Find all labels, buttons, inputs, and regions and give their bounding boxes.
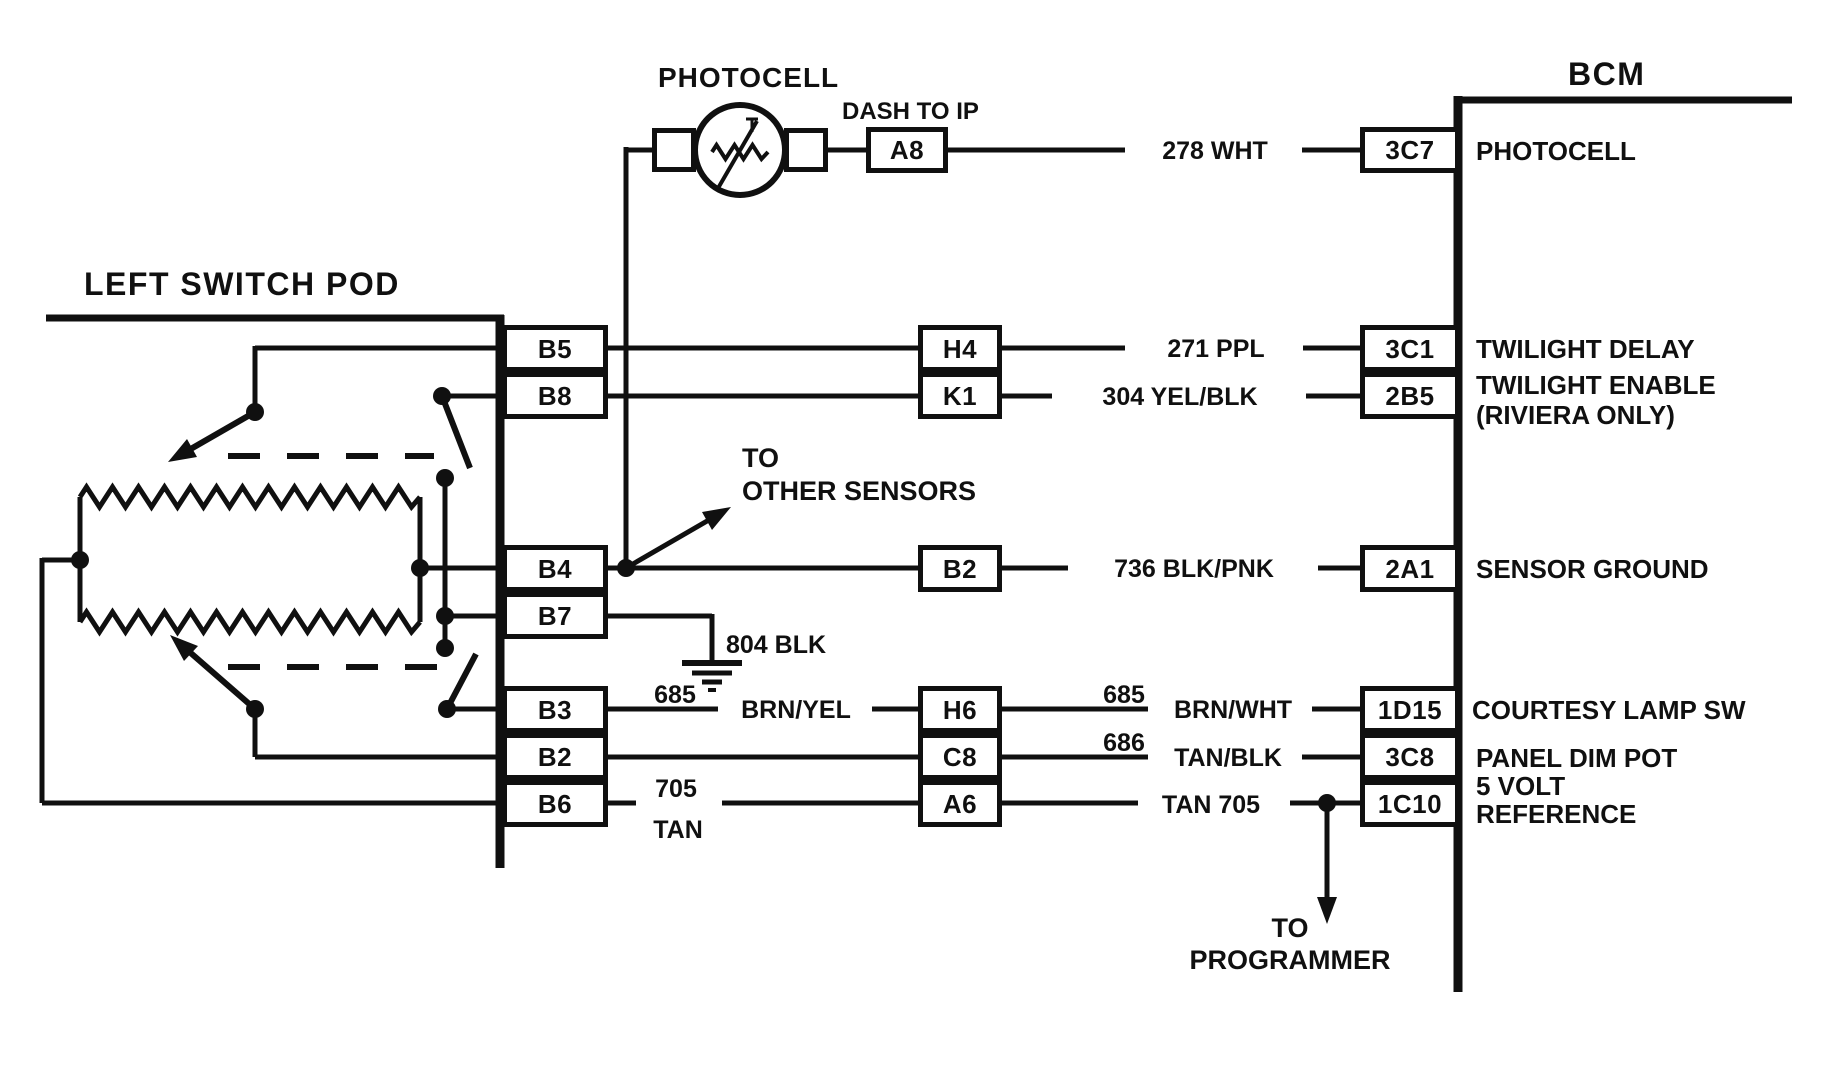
switch-arms bbox=[180, 394, 716, 712]
bcm-pin-label-twilight-delay: TWILIGHT DELAY bbox=[1476, 334, 1695, 364]
note-programmer-line2: PROGRAMMER bbox=[1189, 945, 1391, 975]
bcm-pin-label-photocell: PHOTOCELL bbox=[1476, 136, 1636, 166]
photocell-pigtail-right bbox=[784, 128, 828, 172]
ground-symbol bbox=[682, 660, 742, 692]
wire-label-685-right: 685 bbox=[1103, 681, 1145, 709]
arrowheads bbox=[168, 439, 1337, 924]
note-other-sensors-line1: TO bbox=[742, 443, 780, 473]
terminal-a6: A6 bbox=[918, 780, 1002, 827]
wire-label-tan: TAN bbox=[653, 816, 703, 844]
bcm-terminal-3c1: 3C1 bbox=[1360, 325, 1460, 372]
bcm-pin-label-riviera-only: (RIVIERA ONLY) bbox=[1476, 400, 1675, 430]
wire-label-tan-705: TAN 705 bbox=[1161, 791, 1261, 819]
wire-label-tan-blk: TAN/BLK bbox=[1174, 744, 1282, 772]
bcm-terminal-1d15: 1D15 bbox=[1360, 686, 1460, 733]
wires bbox=[39, 147, 1362, 900]
wire-label-705: 705 bbox=[655, 775, 697, 803]
wire-label-brn-yel: BRN/YEL bbox=[741, 696, 851, 724]
wire-label-804-blk: 804 BLK bbox=[726, 631, 827, 659]
wiper-arrowhead-bottom bbox=[170, 635, 198, 661]
bcm-pin-label-5-volt: 5 VOLT bbox=[1476, 771, 1566, 801]
wiper-arm-top bbox=[180, 409, 257, 457]
bcm-terminal-3c7: 3C7 bbox=[1360, 127, 1460, 173]
bcm-pin-label-sensor-ground: SENSOR GROUND bbox=[1476, 554, 1709, 584]
bcm-terminal-2a1: 2A1 bbox=[1360, 545, 1460, 592]
terminal-h4: H4 bbox=[918, 325, 1002, 372]
harness-label: DASH TO IP bbox=[842, 98, 979, 125]
wire-label-685-left: 685 bbox=[654, 681, 696, 709]
wire-label-686: 686 bbox=[1103, 729, 1145, 757]
pod-terminal-b4: B4 bbox=[502, 545, 608, 592]
terminal-h6: H6 bbox=[918, 686, 1002, 733]
wire-label-brn-wht: BRN/WHT bbox=[1173, 696, 1293, 724]
pod-terminal-b7: B7 bbox=[502, 592, 608, 639]
bcm-pin-label-twilight-enable: TWILIGHT ENABLE bbox=[1476, 370, 1716, 400]
photocell-title: PHOTOCELL bbox=[658, 62, 840, 93]
pod-terminal-b2: B2 bbox=[502, 733, 608, 780]
photocell-pigtail-left bbox=[652, 128, 696, 172]
wiper-arm-bottom bbox=[183, 645, 257, 712]
bcm-outline bbox=[1453, 96, 1792, 992]
wire-label-736-blk-pnk: 736 BLK/PNK bbox=[1114, 555, 1274, 583]
bcm-title: BCM bbox=[1568, 56, 1646, 92]
pod-terminal-b8: B8 bbox=[502, 372, 608, 419]
terminal-a8: A8 bbox=[866, 127, 948, 173]
resistor-track-top bbox=[77, 482, 422, 512]
bcm-terminal-3c8: 3C8 bbox=[1360, 733, 1460, 780]
programmer-arrowhead bbox=[1317, 897, 1337, 924]
terminal-k1: K1 bbox=[918, 372, 1002, 419]
terminal-b2-mid: B2 bbox=[918, 545, 1002, 592]
other-sensors-arrowhead bbox=[702, 507, 731, 530]
bcm-pin-label-panel-dim: PANEL DIM POT bbox=[1476, 743, 1678, 773]
switch-arm-b8 bbox=[439, 394, 473, 470]
pod-outline bbox=[46, 314, 505, 868]
note-other-sensors-line2: OTHER SENSORS bbox=[742, 476, 977, 506]
other-sensors-leader bbox=[624, 514, 716, 571]
bcm-terminal-1c10: 1C10 bbox=[1360, 780, 1460, 827]
bcm-terminal-2b5: 2B5 bbox=[1360, 372, 1460, 419]
wiper-arrowhead-top bbox=[168, 439, 197, 462]
junction-dots bbox=[71, 387, 1336, 812]
dimmer-potentiometer bbox=[77, 478, 448, 648]
pod-terminal-b6: B6 bbox=[502, 780, 608, 827]
wire-label-278-wht: 278 WHT bbox=[1162, 137, 1268, 165]
pod-terminal-b5: B5 bbox=[502, 325, 608, 372]
resistor-track-bottom bbox=[77, 607, 422, 637]
wire-label-304-yel-blk: 304 YEL/BLK bbox=[1102, 383, 1258, 411]
wire-label-271-ppl: 271 PPL bbox=[1167, 335, 1265, 363]
switch-arm-b3 bbox=[444, 652, 479, 711]
photocell-symbol bbox=[692, 102, 788, 198]
pod-title: LEFT SWITCH POD bbox=[84, 266, 400, 302]
bcm-pin-label-reference: REFERENCE bbox=[1476, 799, 1637, 829]
bcm-pin-label-courtesy-lamp: COURTESY LAMP SW bbox=[1472, 695, 1746, 725]
pod-terminal-b3: B3 bbox=[502, 686, 608, 733]
note-programmer-line1: TO bbox=[1271, 913, 1309, 943]
terminal-c8: C8 bbox=[918, 733, 1002, 780]
